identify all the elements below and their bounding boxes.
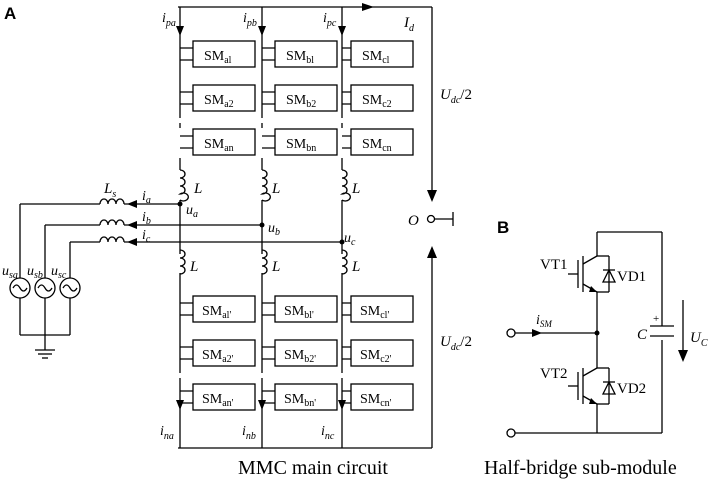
sm-a2-label: SMa2 xyxy=(204,93,234,110)
inductor-b-lower xyxy=(261,249,268,275)
vd2-label: VD2 xyxy=(617,381,646,397)
sm-b1p-label: SMbl' xyxy=(284,304,314,321)
sm-a2p-box xyxy=(192,339,256,367)
inductor-label-c-lower: L xyxy=(351,259,360,275)
uc-label: UC xyxy=(690,330,708,349)
panel-a-label: A xyxy=(4,4,16,23)
ac-inductors xyxy=(99,198,125,243)
sm-c2p-label: SMc2' xyxy=(360,348,392,365)
half-bridge-circuit xyxy=(506,231,688,438)
sm-a1-box xyxy=(192,40,256,68)
sm-b1p-box xyxy=(274,295,338,323)
caption-sub: Half-bridge sub-module xyxy=(484,457,677,479)
lower-sm-boxes xyxy=(192,295,414,411)
sm-c1p-label: SMcl' xyxy=(360,304,389,321)
udc-lower-label: Udc/2 xyxy=(440,334,472,353)
sm-anp-box xyxy=(192,383,256,411)
ac-source-icons xyxy=(9,277,81,299)
udc-upper-label: Udc/2 xyxy=(440,87,472,106)
sm-bn-box xyxy=(274,128,338,156)
sm-a1p-box xyxy=(192,295,256,323)
sm-a1p-label: SMal' xyxy=(202,304,231,321)
source-label-usb: usb xyxy=(27,264,43,281)
sm-cn-label: SMcn xyxy=(362,137,392,154)
sm-c1-label: SMcl xyxy=(362,49,390,66)
sm-bn-label: SMbn xyxy=(286,137,316,154)
sm-b1-box xyxy=(274,40,338,68)
current-label-ipc: ipc xyxy=(323,11,337,29)
cap-label: C xyxy=(637,327,648,343)
dc-current-label: Id xyxy=(403,15,415,34)
sm-c2p-box xyxy=(350,339,414,367)
sm-cn-box xyxy=(350,128,414,156)
node-voltage-uc: uc xyxy=(344,231,356,248)
sm-cnp-label: SMcn' xyxy=(360,392,392,409)
line-current-ib: ib xyxy=(142,210,151,227)
node-voltage-ub: ub xyxy=(268,221,280,238)
sm-an-box xyxy=(192,128,256,156)
current-label-inb: inb xyxy=(242,424,256,442)
line-current-ia: ia xyxy=(142,189,151,206)
inductor-c-lower xyxy=(341,249,348,275)
cap-plus-label: + xyxy=(653,313,659,325)
sm-a2-box xyxy=(192,84,256,112)
sm-b2-label: SMb2 xyxy=(286,93,316,110)
sm-an-label: SMan xyxy=(204,137,234,154)
current-label-inc: inc xyxy=(321,424,335,442)
upper-sm-boxes xyxy=(192,40,414,156)
inductor-c-upper xyxy=(339,169,351,202)
node-voltage-ua: ua xyxy=(186,203,198,220)
inductor-b-upper xyxy=(259,169,271,202)
ground-icon xyxy=(35,349,55,359)
caption-main: MMC main circuit xyxy=(238,457,388,479)
dc-voltage-arrows xyxy=(426,7,454,448)
sm-b2p-label: SMb2' xyxy=(284,348,316,365)
current-label-ina: ina xyxy=(160,424,174,442)
sm-a1-label: SMal xyxy=(204,49,232,66)
panel-b-label: B xyxy=(497,218,509,237)
sm-c2-label: SMc2 xyxy=(362,93,392,110)
line-current-ic: ic xyxy=(142,228,151,245)
upper-sm-labels: SMal SMa2 SMan SMbl SMb2 SMbn SMcl SMc2 … xyxy=(204,49,392,154)
sm-a2p-label: SMa2' xyxy=(202,348,234,365)
inductor-a-lower xyxy=(179,249,186,275)
sm-b1-label: SMbl xyxy=(286,49,314,66)
inductor-label-b-lower: L xyxy=(271,259,280,275)
sm-bnp-box xyxy=(274,383,338,411)
upper-sm-wires xyxy=(180,47,351,149)
ism-label: iSM xyxy=(536,313,552,329)
vt1-label: VT1 xyxy=(540,257,568,273)
inductor-a-upper xyxy=(177,169,189,202)
ls-label: Ls xyxy=(103,181,116,200)
inductor-label-a-lower: L xyxy=(189,259,198,275)
sm-c2-box xyxy=(350,84,414,112)
sm-bnp-label: SMbn' xyxy=(284,392,316,409)
vd1-label: VD1 xyxy=(617,269,646,285)
vt2-label: VT2 xyxy=(540,366,568,382)
current-label-ipb: ipb xyxy=(243,11,257,29)
current-label-ipa: ipa xyxy=(162,11,176,29)
sm-b2-box xyxy=(274,84,338,112)
ac-lines xyxy=(19,200,345,350)
arm-dashes xyxy=(178,112,344,383)
arm-inductors xyxy=(177,169,351,275)
source-label-usc: usc xyxy=(51,264,67,281)
sm-c1p-box xyxy=(350,295,414,323)
sm-b2p-box xyxy=(274,339,338,367)
midpoint-o-label: O xyxy=(408,213,419,229)
inductor-label-a-upper: L xyxy=(193,181,202,197)
sm-c1-box xyxy=(350,40,414,68)
lower-sm-wires xyxy=(180,302,351,404)
inductor-label-c-upper: L xyxy=(351,181,360,197)
inductor-label-b-upper: L xyxy=(271,181,280,197)
dc-bus xyxy=(178,3,432,449)
sm-cnp-box xyxy=(350,383,414,411)
sm-anp-label: SMan' xyxy=(202,392,234,409)
source-label-usa: usa xyxy=(2,264,18,281)
lower-sm-labels: SMal' SMa2' SMan' SMbl' SMb2' SMbn' SMcl… xyxy=(202,304,392,409)
